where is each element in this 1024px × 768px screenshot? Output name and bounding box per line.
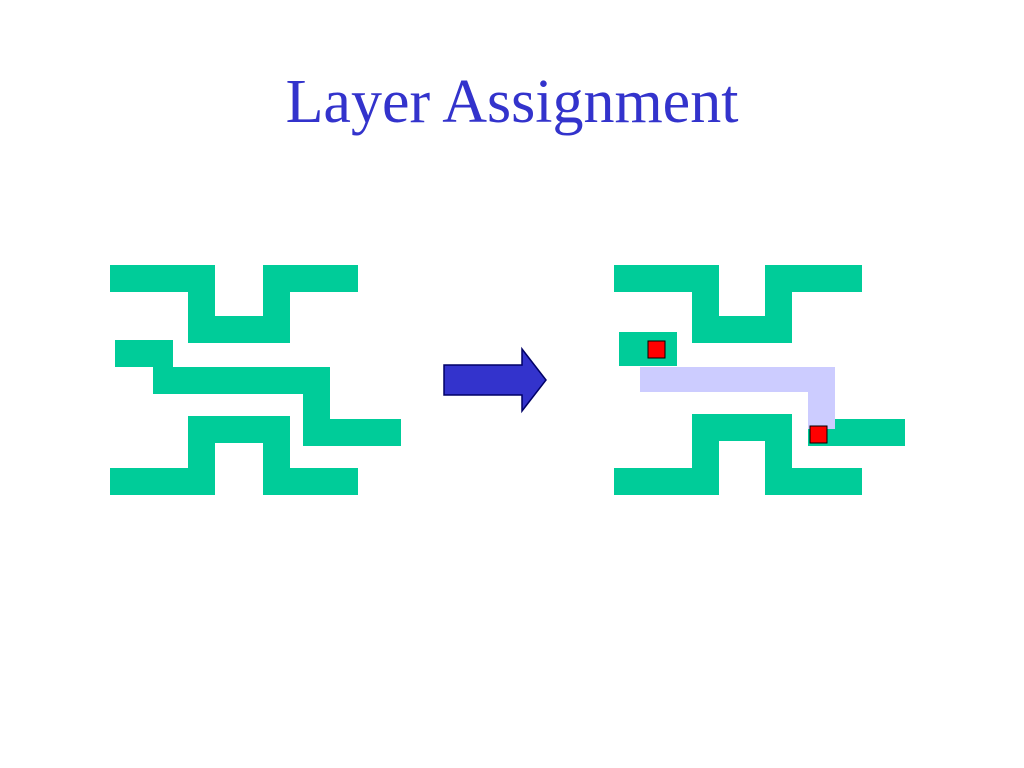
- after-layer2-wire: [640, 367, 835, 429]
- transform-arrow-icon: [443, 346, 547, 414]
- before-layout: [110, 265, 401, 495]
- via-right: [809, 425, 828, 444]
- after-layout: [614, 265, 905, 495]
- before-bottom-wire: [110, 416, 358, 495]
- before-stub-wire: [115, 340, 173, 367]
- after-top-wire: [614, 265, 862, 343]
- before-top-wire: [110, 265, 358, 343]
- before-crossing-wire: [153, 367, 401, 446]
- via-left: [647, 340, 666, 359]
- slide-title: Layer Assignment: [285, 68, 739, 136]
- after-bottom-wire: [614, 414, 862, 495]
